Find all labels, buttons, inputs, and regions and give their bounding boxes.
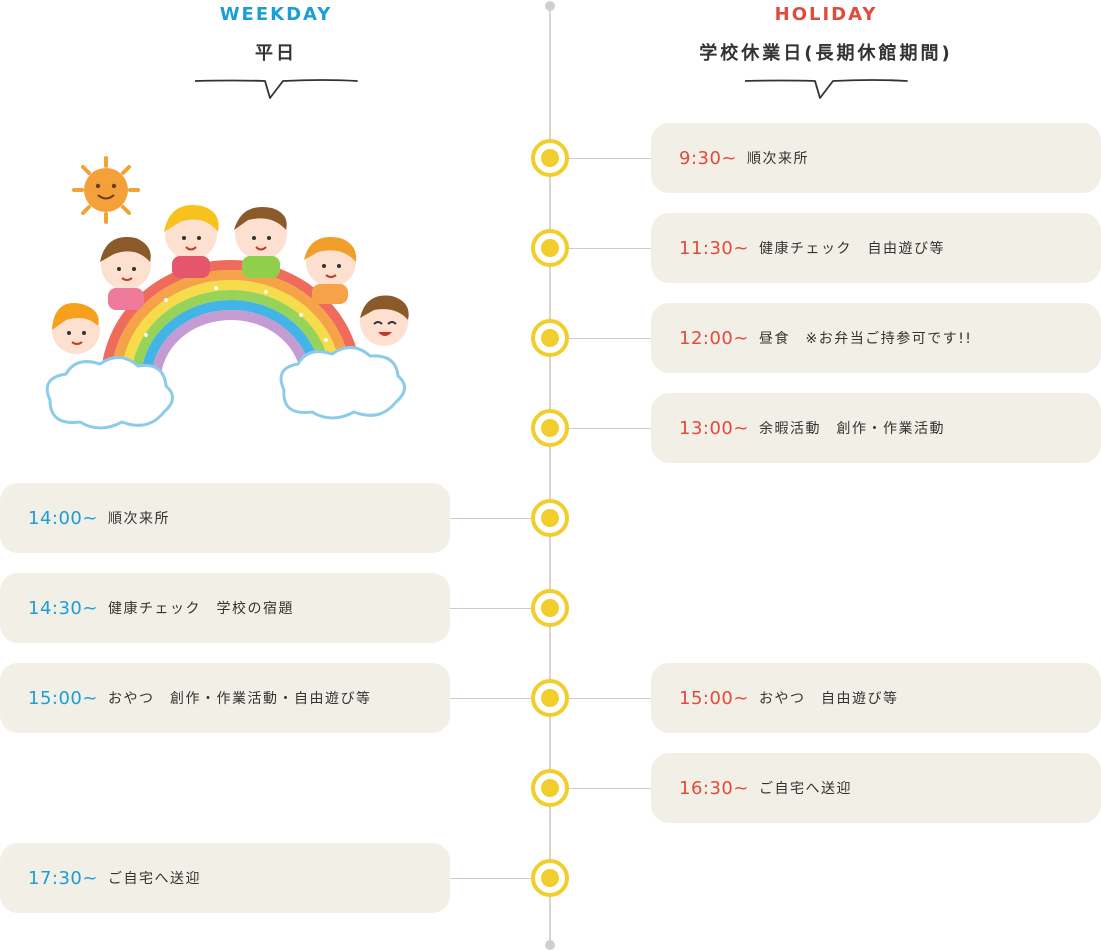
weekday-card-3: 15:00~ おやつ 創作・作業活動・自由遊び等	[0, 663, 450, 733]
holiday-card-2: 11:30~ 健康チェック 自由遊び等	[651, 213, 1101, 283]
child-icon	[234, 206, 287, 278]
holiday-connector-2	[568, 248, 651, 249]
holiday-text-4: 余暇活動 創作・作業活動	[758, 421, 945, 437]
timeline-node-icon	[531, 139, 569, 177]
timeline-node-icon	[531, 679, 569, 717]
weekday-connector-4	[450, 878, 532, 879]
weekday-text-4: ご自宅へ送迎	[107, 871, 201, 887]
child-icon	[100, 237, 151, 310]
holiday-time-3: 12:00~	[679, 327, 749, 349]
holiday-heading-en: HOLIDAY	[774, 4, 878, 25]
holiday-time-6: 16:30~	[679, 777, 749, 799]
holiday-card-5: 15:00~ おやつ 自由遊び等	[651, 663, 1101, 733]
holiday-text-6: ご自宅へ送迎	[758, 781, 852, 797]
rainbow-icon	[101, 260, 361, 381]
child-icon	[304, 236, 357, 304]
holiday-text-3: 昼食 ※お弁当ご持参可です!!	[758, 331, 973, 347]
holiday-time-1: 9:30~	[679, 147, 738, 169]
weekday-connector-2	[450, 608, 532, 609]
weekday-connector-1	[450, 518, 532, 519]
child-icon	[52, 303, 100, 354]
sun-icon	[72, 156, 140, 224]
cloud-icon	[279, 346, 406, 420]
timeline-node-icon	[531, 769, 569, 807]
cloud-icon	[45, 356, 174, 430]
weekday-text-1: 順次来所	[107, 511, 170, 527]
holiday-card-1: 9:30~ 順次来所	[651, 123, 1101, 193]
holiday-heading: HOLIDAY 学校休業日(長期休館期間)	[626, 4, 1026, 65]
holiday-speech-tail-icon	[745, 79, 908, 99]
weekday-heading: WEEKDAY 平日	[76, 4, 476, 65]
child-icon	[360, 295, 409, 346]
holiday-text-5: おやつ 自由遊び等	[758, 691, 899, 707]
holiday-text-1: 順次来所	[747, 151, 810, 167]
timeline-start-dot	[545, 1, 555, 11]
child-icon	[164, 205, 219, 278]
holiday-text-2: 健康チェック 自由遊び等	[758, 241, 945, 257]
holiday-card-3: 12:00~ 昼食 ※お弁当ご持参可です!!	[651, 303, 1101, 373]
weekday-heading-jp: 平日	[255, 43, 297, 64]
weekday-text-3: おやつ 創作・作業活動・自由遊び等	[107, 691, 372, 707]
timeline-node-icon	[531, 319, 569, 357]
timeline-node-icon	[531, 229, 569, 267]
weekday-time-3: 15:00~	[28, 687, 98, 709]
holiday-connector-1	[568, 158, 651, 159]
weekday-connector-3	[450, 698, 532, 699]
holiday-card-6: 16:30~ ご自宅へ送迎	[651, 753, 1101, 823]
children-on-rainbow-illustration	[45, 156, 409, 430]
timeline-node-icon	[531, 589, 569, 627]
holiday-time-5: 15:00~	[679, 687, 749, 709]
weekday-card-2: 14:30~ 健康チェック 学校の宿題	[0, 573, 450, 643]
timeline-end-dot	[545, 940, 555, 950]
holiday-time-4: 13:00~	[679, 417, 749, 439]
weekday-time-2: 14:30~	[28, 597, 98, 619]
weekday-heading-en: WEEKDAY	[219, 4, 333, 25]
holiday-time-2: 11:30~	[679, 237, 749, 259]
weekday-card-4: 17:30~ ご自宅へ送迎	[0, 843, 450, 913]
timeline-node-icon	[531, 859, 569, 897]
weekday-time-4: 17:30~	[28, 867, 98, 889]
weekday-text-2: 健康チェック 学校の宿題	[107, 601, 294, 617]
timeline-node-icon	[531, 499, 569, 537]
weekday-speech-tail-icon	[195, 79, 358, 99]
holiday-heading-jp: 学校休業日(長期休館期間)	[699, 43, 953, 64]
timeline-node-icon	[531, 409, 569, 447]
weekday-time-1: 14:00~	[28, 507, 98, 529]
holiday-card-4: 13:00~ 余暇活動 創作・作業活動	[651, 393, 1101, 463]
holiday-connector-4	[568, 428, 651, 429]
holiday-connector-6	[568, 788, 651, 789]
timeline-line	[549, 6, 551, 944]
holiday-connector-3	[568, 338, 651, 339]
weekday-card-1: 14:00~ 順次来所	[0, 483, 450, 553]
holiday-connector-5	[568, 698, 651, 699]
